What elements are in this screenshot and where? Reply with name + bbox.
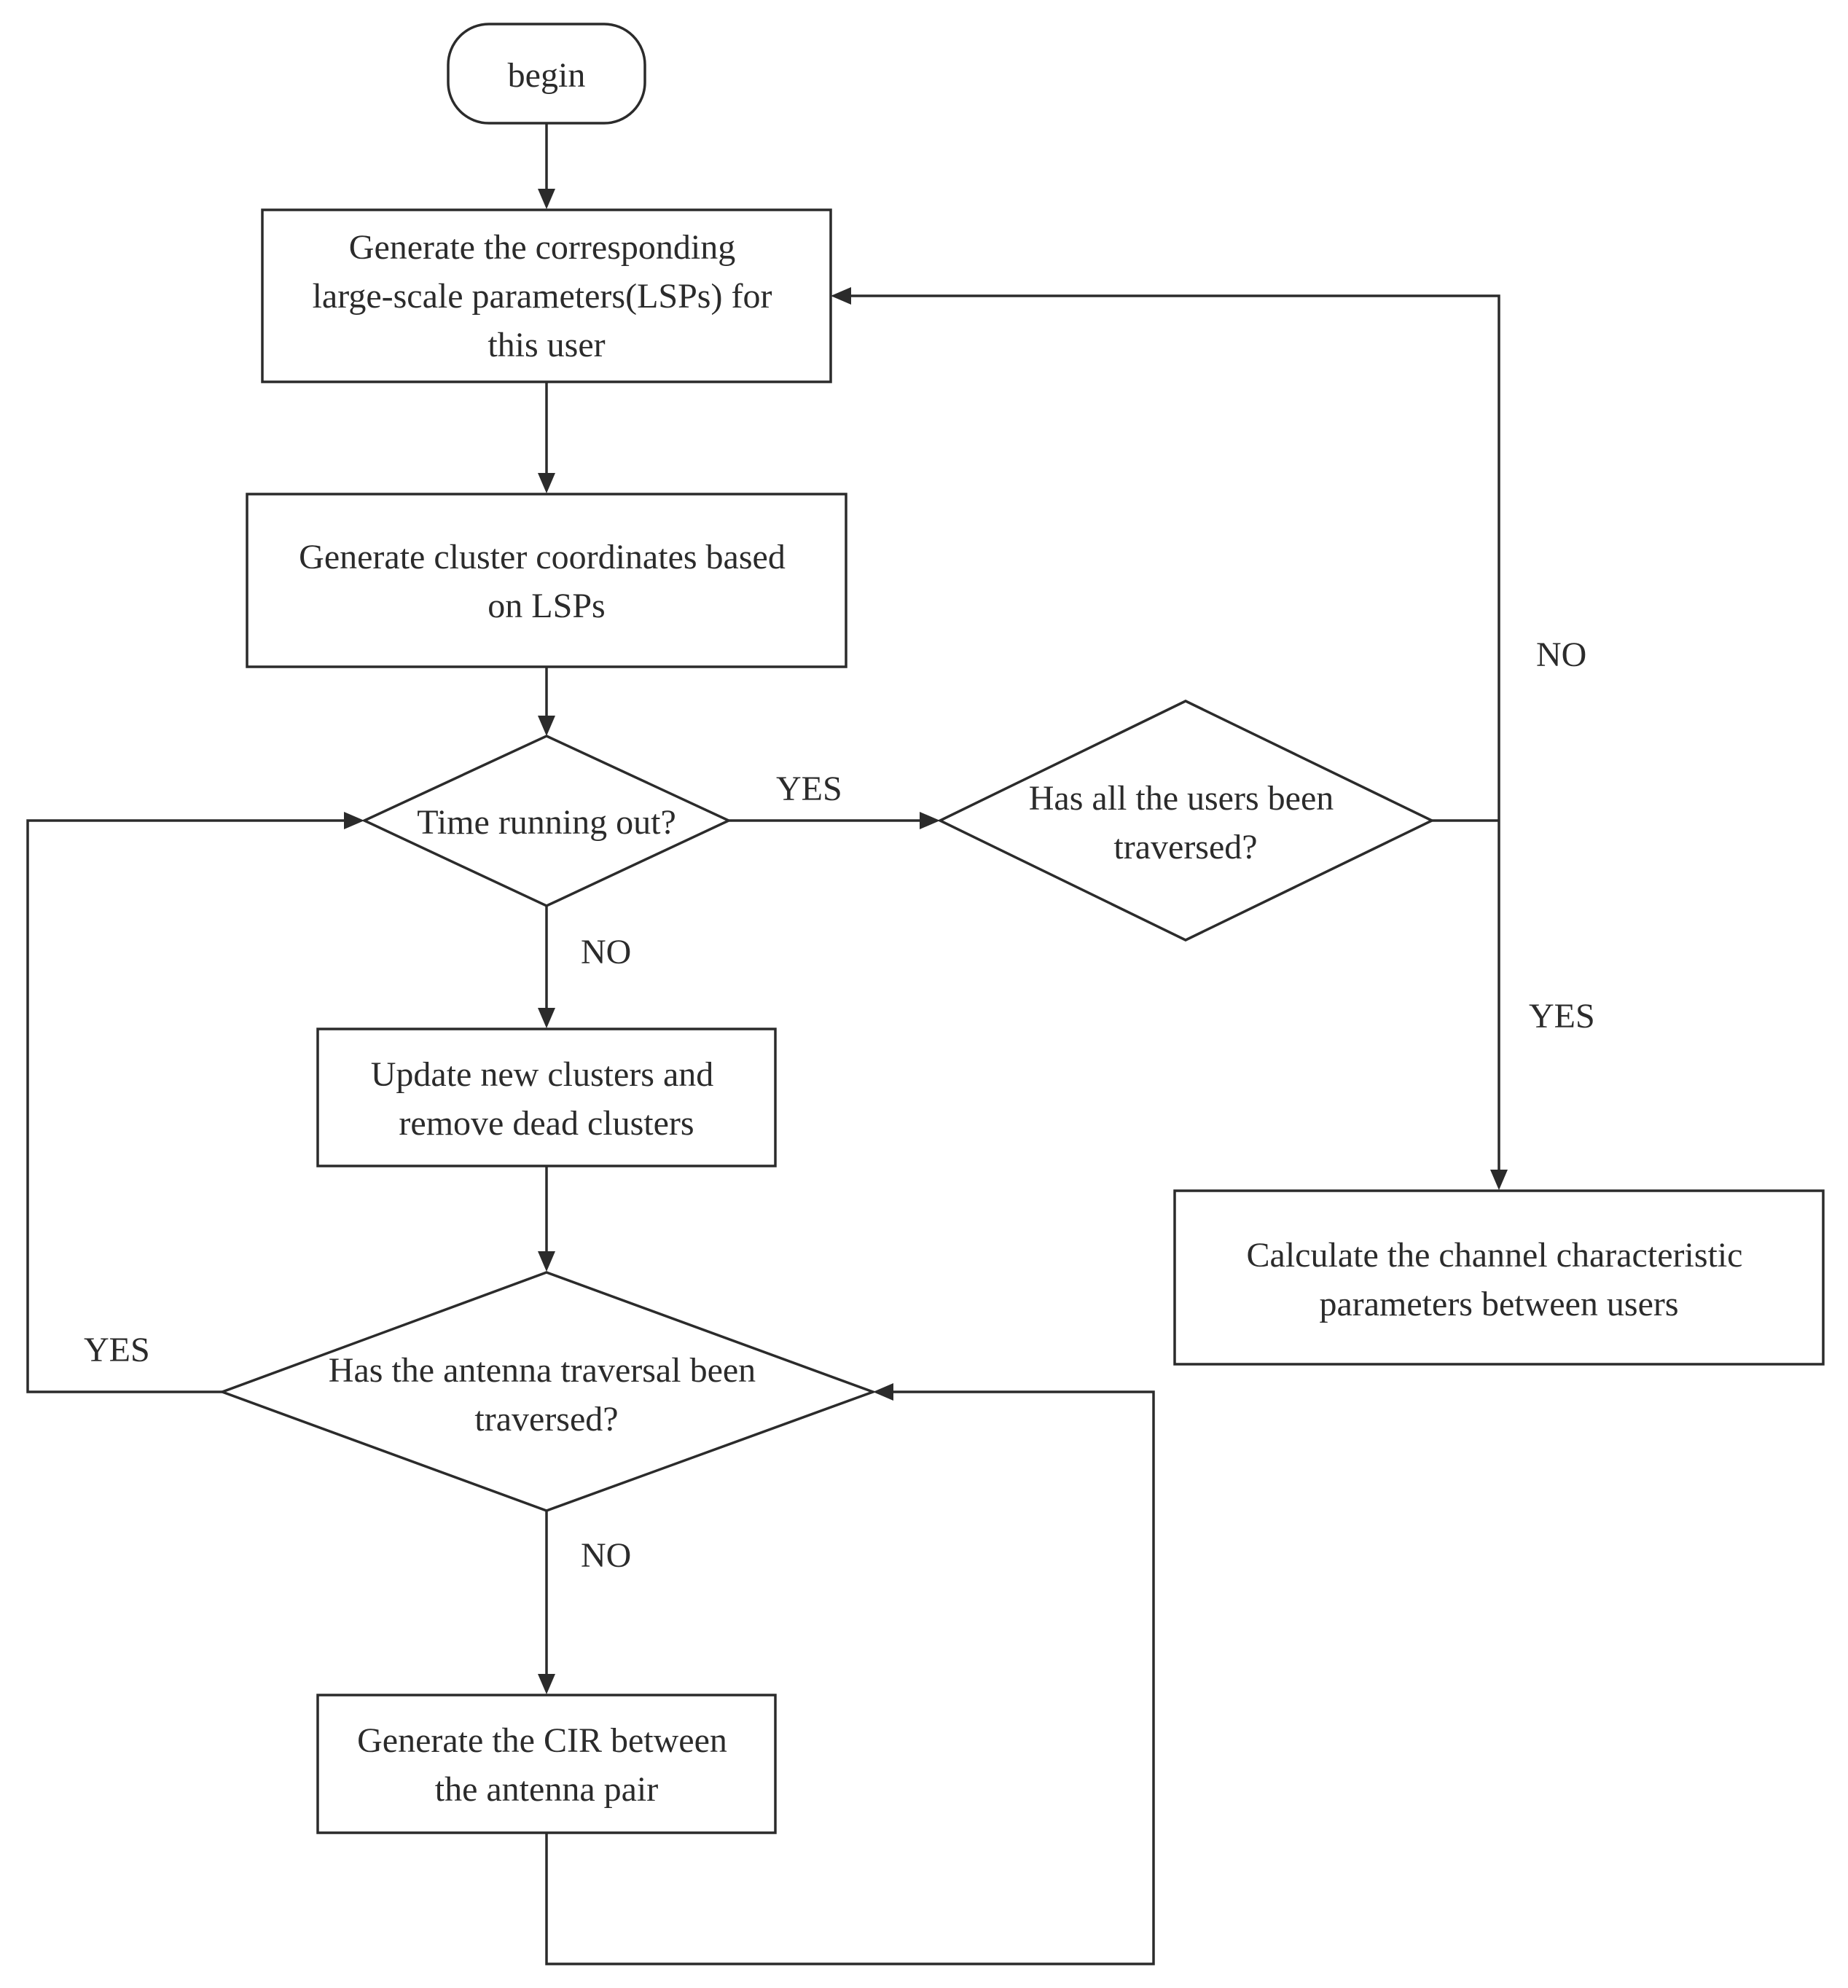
node-antenna-check: Has the antenna traversal been traversed… [218,1271,877,1512]
arrowhead [538,716,555,736]
node-text-line: traversed? [1113,828,1257,866]
node-text-line: Calculate the channel characteristic [1247,1236,1743,1275]
edge-users-no-to-lsps [849,294,1500,821]
decision-diamond [937,700,1436,942]
process-box [316,1028,777,1167]
node-text-line: Has all the users been [1029,779,1334,818]
node-time-check: Time running out? [361,735,732,907]
svg-text:Has the antenna traversal been: Has the antenna traversal been traversed… [329,1351,764,1439]
node-calculate-params: Calculate the channel characteristic par… [1173,1189,1825,1366]
edges [26,124,1508,1965]
svg-text:Update new clusters and: Update new clusters and remove dead clus… [371,1055,723,1143]
node-text-line: Time running out? [417,803,676,842]
arrowhead [831,287,851,305]
node-text-line: parameters between users [1319,1285,1678,1323]
svg-text:Calculate the channel characte: Calculate the channel characteristic par… [1247,1236,1752,1323]
arrowhead [873,1383,893,1401]
edge-label-antenna-no: NO [581,1536,631,1575]
node-update-clusters: Update new clusters and remove dead clus… [316,1028,777,1167]
arrowhead [538,1251,555,1272]
arrowhead [538,473,555,493]
edge-label-users-no: NO [1536,635,1586,674]
process-box [316,1694,777,1834]
node-text-line: Generate cluster coordinates based [299,538,786,576]
arrowhead [1490,1170,1508,1190]
edge-label-antenna-yes: YES [84,1331,150,1369]
arrowhead [538,1674,555,1694]
arrowhead [538,189,555,209]
edge-cir-loop-to-antenna [545,1390,1155,1965]
arrowhead [538,1008,555,1028]
edge-label-time-no: NO [581,933,631,971]
node-text-line: on LSPs [488,587,605,625]
svg-text:Has all the users been t: Has all the users been traversed? [1029,779,1343,866]
node-text-line: Update new clusters and [371,1055,714,1094]
svg-text:Generate the CIR between: Generate the CIR between the antenna pai… [357,1721,736,1809]
node-users-check: Has all the users been traversed? [937,700,1436,942]
process-box [246,493,847,668]
svg-text:Generate the corresponding: Generate the corresponding large-scale p… [313,228,781,364]
process-box [1173,1189,1825,1366]
node-text-line: Has the antenna traversal been [329,1351,756,1390]
arrowhead [344,812,364,829]
terminator-shape [447,23,646,125]
edge-labels: YES NO NO YES YES NO [84,635,1595,1575]
node-cluster-coordinates: Generate cluster coordinates based on LS… [246,493,847,668]
node-text-line: Generate the corresponding [349,228,735,267]
node-text-line: this user [488,326,605,364]
decision-diamond [361,735,732,907]
edge-label-users-yes: YES [1529,997,1595,1036]
svg-text:Time running out?: Time running out? [417,803,676,842]
svg-text:Generate cluster coordinates b: Generate cluster coordinates based on LS… [299,538,794,625]
node-text-line: the antenna pair [435,1770,659,1809]
node-text-line: traversed? [474,1400,618,1439]
svg-text:begin: begin [508,56,586,95]
node-text-line: large-scale parameters(LSPs) for [313,277,772,316]
node-text-line: remove dead clusters [399,1104,694,1143]
node-text-line: Generate the CIR between [357,1721,727,1760]
node-generate-cir: Generate the CIR between the antenna pai… [316,1694,777,1834]
node-generate-lsps: Generate the corresponding large-scale p… [261,208,832,383]
edge-antenna-yes-to-time [26,819,346,1393]
node-begin: begin [447,23,646,125]
decision-diamond [218,1271,877,1512]
edge-label-time-yes: YES [776,770,842,808]
node-text-line: begin [508,56,586,95]
arrowhead [920,812,940,829]
process-box [261,208,832,383]
